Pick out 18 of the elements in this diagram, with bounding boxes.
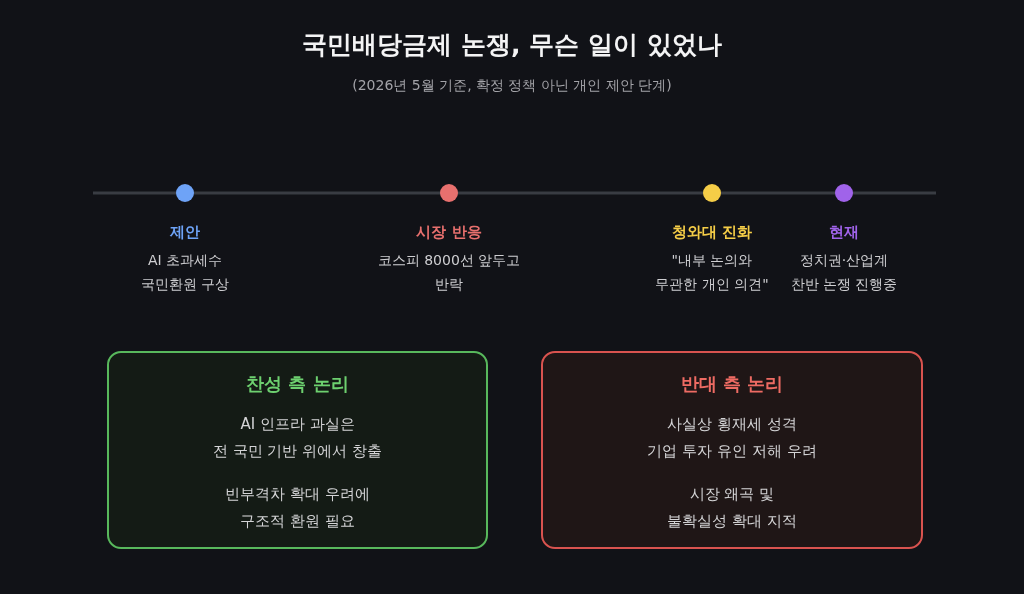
event-heading: 제안 [170, 222, 200, 243]
event-heading: 현재 [829, 222, 859, 243]
event-description: 코스피 8000선 앞두고 반락 [377, 251, 521, 294]
event-description: AI 초과세수 국민환원 구상 [140, 251, 230, 294]
argument-panel [107, 351, 488, 549]
argument-text: AI 인프라 과실은 전 국민 기반 위에서 창출 [212, 414, 383, 462]
argument-panel [541, 351, 923, 549]
subtitle: (2026년 5월 기준, 확정 정책 아닌 개인 제안 단계) [352, 76, 672, 95]
panel-heading: 반대 측 논리 [680, 372, 784, 396]
event-heading: 청와대 진화 [671, 222, 753, 243]
diagram-title: 국민배당금제 논쟁, 무슨 일이 있었나 [302, 29, 722, 61]
argument-text: 사실상 횡재세 성격 기업 투자 유인 저해 우려 [647, 414, 817, 462]
event-description: 정치권·산업계 찬반 논쟁 진행중 [790, 251, 898, 294]
panel-heading: 찬성 측 논리 [246, 372, 349, 396]
argument-text: 빈부격차 확대 우려에 구조적 환원 필요 [225, 484, 370, 532]
argument-text: 시장 왜곡 및 불확실성 확대 지적 [667, 484, 797, 532]
event-description: "내부 논의와 무관한 개인 의견" [655, 251, 769, 294]
event-heading: 시장 반응 [416, 222, 482, 243]
